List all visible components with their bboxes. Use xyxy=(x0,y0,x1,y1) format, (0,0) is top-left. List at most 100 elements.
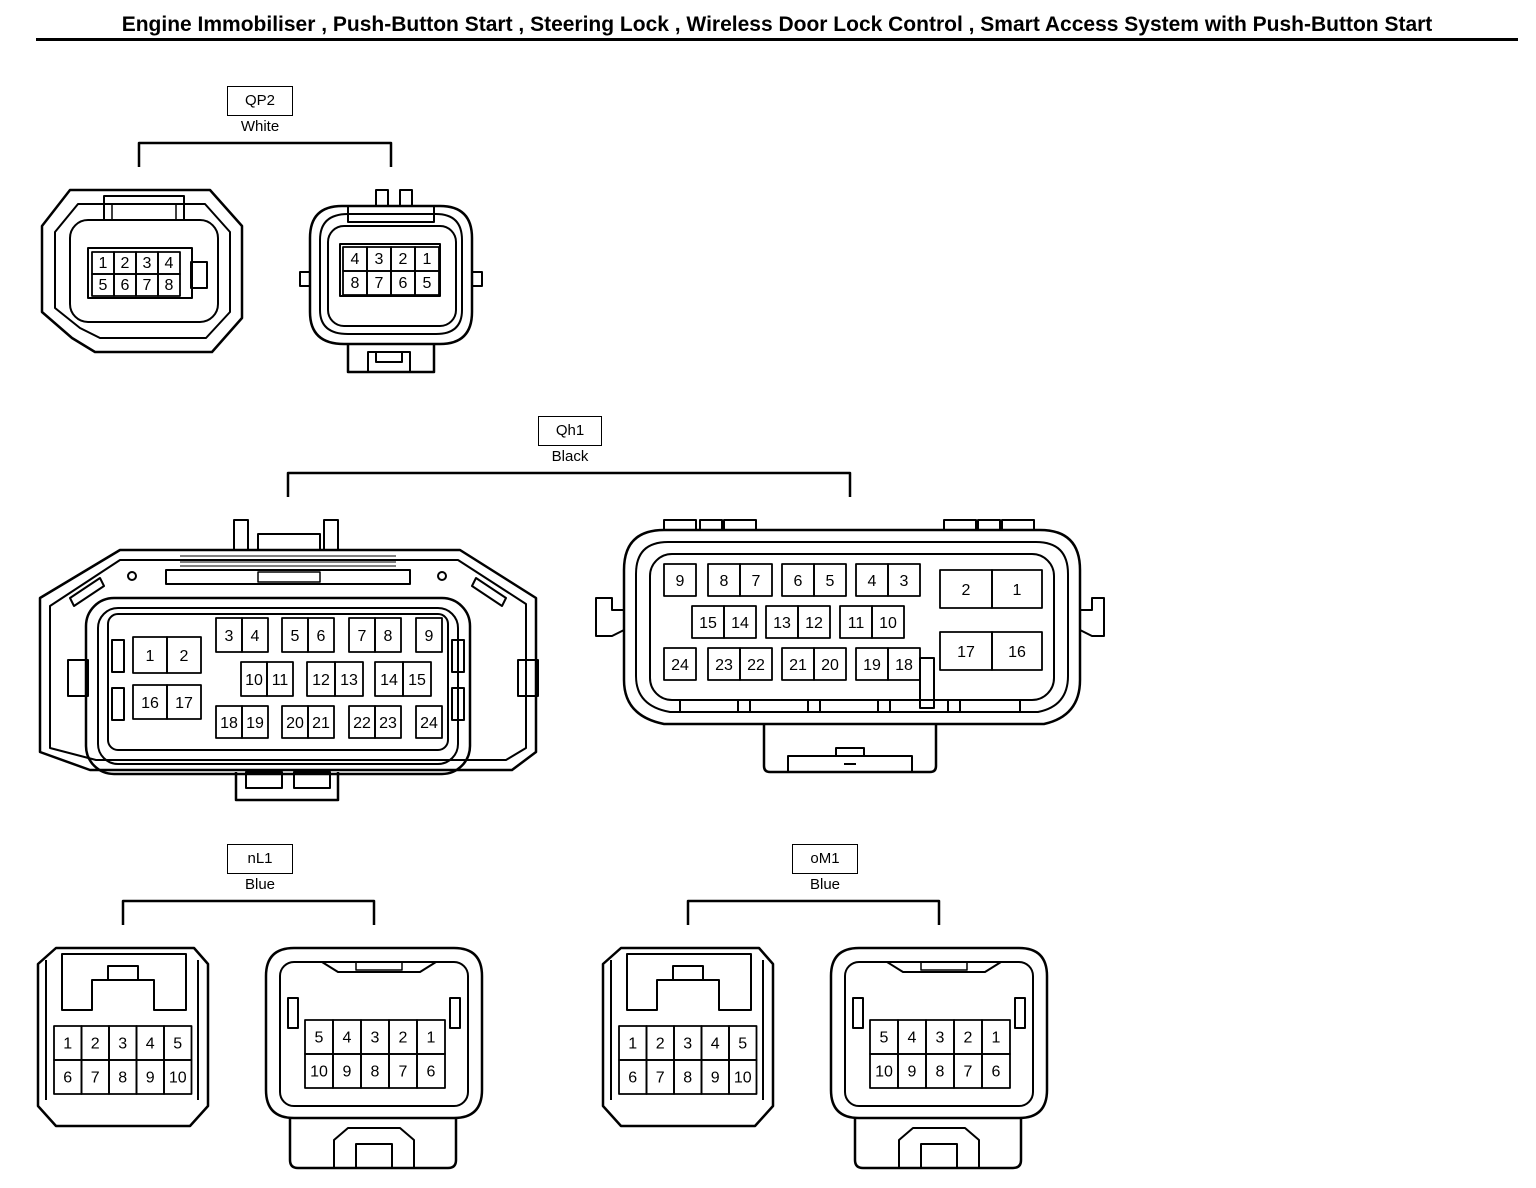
pin-number: 1 xyxy=(1013,582,1022,599)
pin-number: 9 xyxy=(425,628,434,645)
pin-cell xyxy=(402,661,432,697)
pin-number: 4 xyxy=(351,251,360,268)
pin-number: 3 xyxy=(143,255,152,272)
pin-number: 15 xyxy=(699,615,717,632)
pin-cell xyxy=(728,1059,758,1095)
pin-number: 9 xyxy=(711,1069,720,1086)
pin-number: 12 xyxy=(312,672,330,689)
connector-nl1-female xyxy=(36,946,210,1128)
pin-number: 4 xyxy=(165,255,174,272)
pin-cell xyxy=(374,705,402,739)
pin-number: 14 xyxy=(731,615,749,632)
pin-number: 9 xyxy=(908,1063,917,1080)
pin-cell xyxy=(241,617,269,653)
pin-number: 5 xyxy=(880,1029,889,1046)
pin-number: 16 xyxy=(1008,644,1026,661)
pin-number: 1 xyxy=(427,1029,436,1046)
pin-number: 4 xyxy=(343,1029,352,1046)
connector-id-qp2: QP2 xyxy=(227,86,293,116)
connector-id-nl1: nL1 xyxy=(227,844,293,874)
pin-number: 19 xyxy=(246,715,264,732)
pin-number: 10 xyxy=(169,1069,187,1086)
pin-cell xyxy=(663,647,697,681)
pin-number: 2 xyxy=(91,1035,100,1052)
pin-cell xyxy=(307,617,335,653)
pin-number: 20 xyxy=(821,657,839,674)
pin-number: 22 xyxy=(747,657,765,674)
pin-number: 11 xyxy=(272,672,289,689)
pin-number: 6 xyxy=(427,1063,436,1080)
pin-number: 8 xyxy=(371,1063,380,1080)
pin-cell xyxy=(991,569,1043,609)
pin-number: 23 xyxy=(379,715,397,732)
pin-number: 18 xyxy=(220,715,238,732)
pin-number: 5 xyxy=(291,628,300,645)
pin-number: 6 xyxy=(63,1069,72,1086)
pin-number: 7 xyxy=(143,277,152,294)
pin-number: 16 xyxy=(141,695,159,712)
pin-number: 3 xyxy=(683,1035,692,1052)
pin-cell xyxy=(416,1053,446,1089)
pin-number: 8 xyxy=(165,277,174,294)
pin-number: 19 xyxy=(863,657,881,674)
bracket-om1 xyxy=(686,899,941,925)
pin-number: 3 xyxy=(936,1029,945,1046)
pin-cell xyxy=(723,605,757,639)
pin-number: 1 xyxy=(423,251,432,268)
pin-cell xyxy=(739,647,773,681)
pin-number: 15 xyxy=(408,672,426,689)
pin-number: 13 xyxy=(340,672,358,689)
pin-number: 2 xyxy=(399,251,408,268)
pin-number: 17 xyxy=(175,695,193,712)
pin-cell xyxy=(887,647,921,681)
pin-cell xyxy=(334,661,364,697)
pin-number: 10 xyxy=(734,1069,752,1086)
pin-number: 7 xyxy=(964,1063,973,1080)
pin-number: 7 xyxy=(375,275,384,292)
pin-cell xyxy=(415,617,443,653)
pin-number: 7 xyxy=(656,1069,665,1086)
pin-number: 8 xyxy=(118,1069,127,1086)
pin-number: 14 xyxy=(380,672,398,689)
connector-qh1-female xyxy=(38,519,539,802)
pin-number: 13 xyxy=(773,615,791,632)
pin-number: 2 xyxy=(962,582,971,599)
pin-number: 4 xyxy=(868,573,877,590)
connector-om1-male xyxy=(829,946,1049,1170)
pin-number: 7 xyxy=(358,628,367,645)
pin-number: 8 xyxy=(351,275,360,292)
pin-number: 12 xyxy=(805,615,823,632)
pin-number: 1 xyxy=(63,1035,72,1052)
pin-cell xyxy=(266,661,294,697)
pin-number: 3 xyxy=(900,573,909,590)
pin-number: 20 xyxy=(286,715,304,732)
pin-number: 22 xyxy=(353,715,371,732)
pin-number: 6 xyxy=(628,1069,637,1086)
pin-number: 3 xyxy=(118,1035,127,1052)
pin-number: 21 xyxy=(312,715,330,732)
pin-number: 10 xyxy=(245,672,263,689)
connector-color-qp2: White xyxy=(240,118,280,135)
pin-cell xyxy=(166,636,202,674)
pin-cell xyxy=(307,705,335,739)
pin-cell xyxy=(241,705,269,739)
pin-cell xyxy=(739,563,773,597)
connector-nl1-male xyxy=(264,946,484,1170)
connector-om1-female xyxy=(601,946,775,1128)
pin-number: 6 xyxy=(992,1063,1001,1080)
pin-cell xyxy=(415,705,443,739)
connector-color-nl1: Blue xyxy=(244,876,276,893)
diagram-title: Engine Immobiliser , Push-Button Start ,… xyxy=(121,13,1433,36)
pin-number: 4 xyxy=(251,628,260,645)
pin-cell xyxy=(374,617,402,653)
pin-number: 2 xyxy=(399,1029,408,1046)
pin-number: 18 xyxy=(895,657,913,674)
pin-number: 21 xyxy=(789,657,807,674)
pin-cell xyxy=(797,605,831,639)
